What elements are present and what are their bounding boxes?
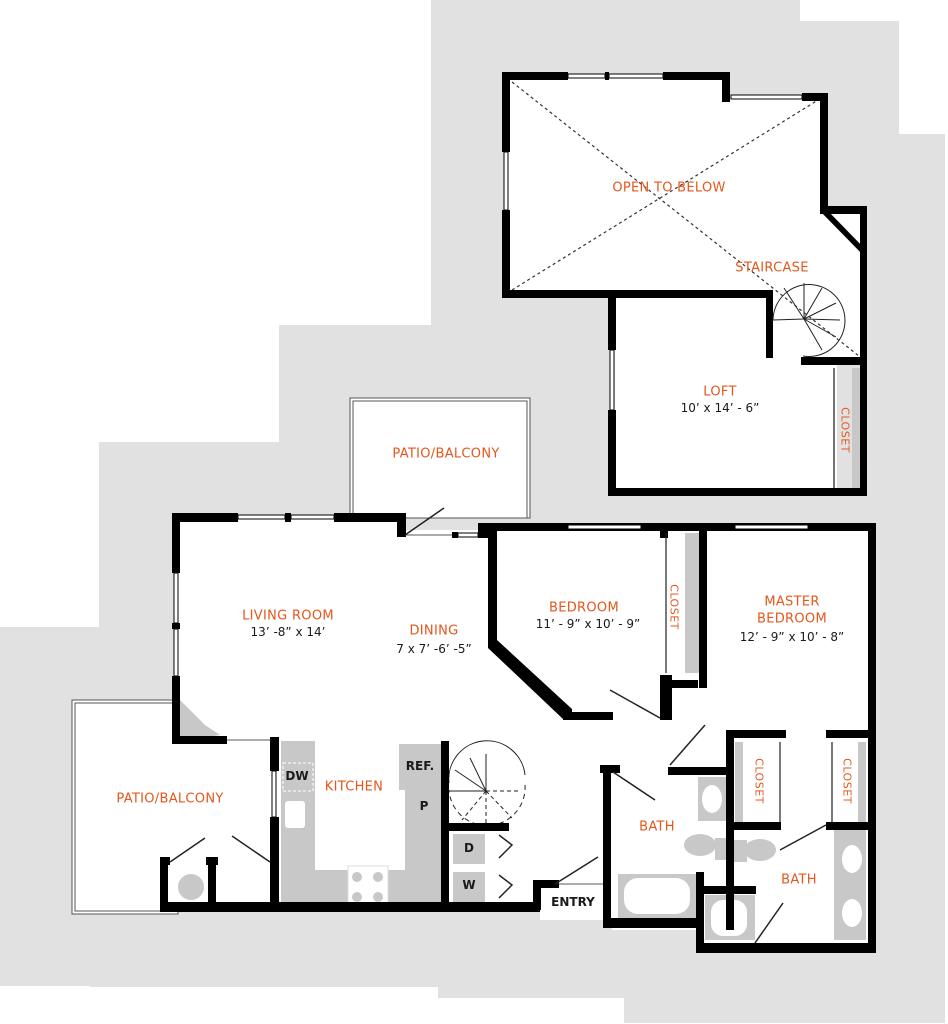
- refrigerator-label: REF.: [405, 759, 435, 774]
- master-closet-2-label: CLOSET: [840, 758, 854, 804]
- loft-closet-label: CLOSET: [838, 407, 852, 453]
- bath-2-label: BATH: [781, 872, 817, 888]
- open-to-below-diagonal: [511, 99, 819, 291]
- bedroom-closet-shelf: [685, 533, 699, 673]
- dining-label: DINING: [409, 623, 459, 639]
- loft-label: LOFT: [703, 384, 737, 400]
- bath-1-toilet: [684, 834, 716, 856]
- bath-2-sink: [842, 845, 862, 873]
- pantry-label: P: [419, 799, 429, 814]
- upper-level: [502, 72, 867, 496]
- bath-2-sink: [842, 899, 862, 927]
- range-burners: [352, 872, 383, 902]
- bedroom-label: BEDROOM: [549, 600, 619, 616]
- doors: [169, 507, 833, 944]
- dryer: [453, 834, 485, 864]
- staircase-label: STAIRCASE: [735, 260, 809, 276]
- living-room-dimensions: 13’ -8” x 14’: [250, 625, 326, 640]
- staircase-upper: [772, 283, 846, 357]
- master-bedroom-dimensions: 12’ - 9” x 10’ - 8”: [739, 630, 845, 645]
- open-to-below-label: OPEN TO BELOW: [612, 180, 726, 196]
- washer: [453, 872, 485, 902]
- master-closet-2-shelf: [858, 742, 866, 822]
- upper-walls: [502, 72, 867, 496]
- bath-2-toilet: [744, 839, 776, 861]
- sink: [285, 801, 305, 828]
- loft-dimensions: 10’ x 14’ - 6”: [680, 401, 760, 416]
- bath-1-label: BATH: [639, 819, 675, 835]
- kitchen-label: KITCHEN: [324, 779, 384, 795]
- patio-left-label: PATIO/BALCONY: [116, 791, 224, 807]
- entry-label: ENTRY: [551, 895, 595, 910]
- master-closet-1-shelf: [735, 742, 743, 822]
- living-room-label: LIVING ROOM: [242, 608, 334, 624]
- master-closet-1-label: CLOSET: [752, 758, 766, 804]
- fireplace: [180, 700, 220, 740]
- dishwasher-outline: [282, 762, 314, 792]
- main-windows: [173, 514, 809, 818]
- master-bedroom-label-line2: BEDROOM: [757, 611, 827, 627]
- loft-closet-shelf: [852, 368, 860, 488]
- water-heater: [178, 874, 204, 900]
- open-to-below-floor: [507, 77, 864, 490]
- dishwasher-label: DW: [285, 769, 309, 784]
- bedroom-closet-label: CLOSET: [667, 584, 681, 630]
- staircase-lower: [448, 740, 526, 828]
- dining-dimensions: 7 x 7’ -6’ -5”: [396, 642, 472, 657]
- bath-1-sink: [702, 785, 722, 813]
- open-to-below-diagonal: [511, 81, 865, 361]
- patio-top-floor: [349, 397, 531, 519]
- upper-windows: [503, 73, 803, 411]
- bedroom-dimensions: 11’ - 9” x 10’ - 9”: [535, 617, 641, 632]
- main-level: [71, 397, 876, 953]
- dryer-label: D: [464, 841, 474, 856]
- patio-top-label: PATIO/BALCONY: [392, 446, 500, 462]
- washer-label: W: [462, 878, 476, 893]
- main-walls: [160, 513, 876, 953]
- master-bedroom-label-line1: MASTER: [764, 594, 820, 610]
